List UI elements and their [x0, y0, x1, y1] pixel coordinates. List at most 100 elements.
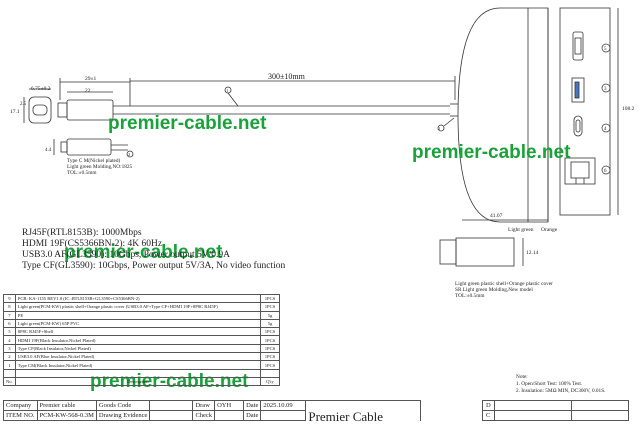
bom-row-no: 4 [3, 335, 16, 345]
bom-header-no: No. [3, 376, 16, 387]
end-height-dim: 12.14 [526, 250, 539, 256]
hub-body-top-view [437, 7, 549, 223]
rj45-port-icon [564, 157, 596, 185]
hdmi-port-icon [572, 31, 584, 61]
bom-row-qty: 1PCS [260, 293, 280, 304]
bom-row-no: 6 [3, 318, 16, 329]
bom-row-no: 8 [3, 302, 16, 312]
goods-code-label: Goods Code [95, 400, 151, 411]
bom-row-qty: 1PCS [260, 335, 280, 345]
box-note-3: TOL:±0.5mm [455, 293, 485, 299]
box-note-2: SR Light green Molding,New model [455, 287, 533, 293]
spec-usb3: USB3.0 AF(GL3590): 10Gbps, Power output … [22, 250, 230, 260]
plug-small-dim: 2.5 [20, 102, 27, 107]
item-no-value: PCM-KW-568-0.3M [36, 410, 97, 421]
bom-row [3, 368, 280, 378]
cable-length-dim: 300±10mm [268, 72, 306, 81]
bom-header-desc: Description [14, 376, 262, 387]
box-note-1: Light green plastic shell+Orange plastic… [455, 281, 553, 287]
plug-width-dim: 6.75±0.2 [31, 86, 51, 92]
item-no-label: ITEM NO. [3, 410, 38, 421]
cable-side-view [57, 76, 456, 121]
strain-relief-dim: 29±1 [85, 76, 97, 82]
rev-letter-d: D [482, 400, 495, 411]
note-1: 1. Open/Short Test: 100% Test. [516, 381, 582, 387]
thickness-dim: 4.4 [45, 148, 52, 153]
callout-hub: 1 [438, 126, 440, 131]
usb-a-port-icon [571, 77, 585, 103]
draw-label: Draw [192, 400, 216, 411]
watermark-2: premier-cable.net [412, 142, 571, 163]
watermark-1: premier-cable.net [108, 113, 267, 134]
port-callouts [601, 43, 611, 175]
callout-5: 5 [604, 47, 607, 52]
callout-2: 2 [128, 152, 130, 157]
bom-row-desc: USB3.0 AF(Blue Insulator,Nickel Plated) [14, 352, 262, 362]
bom-row-qty: 1PCS [260, 302, 280, 312]
spec-hdmi: HDMI 19F(CS5366BN-2): 4K 60Hz [22, 239, 163, 249]
box-width-dim: 108.2 [622, 106, 635, 112]
molding-dim: 22 [85, 88, 91, 94]
bom-row-no: 9 [3, 293, 16, 304]
bom-row-desc: Type CF(Black Insulator,Nickel Plated) [14, 343, 262, 354]
spec-typec: Type CF(GL3590): 10Gbps, Power output 5V… [22, 261, 286, 271]
connector-note-3: TOL:±0.5mm [67, 170, 97, 176]
date-label-2: Date [243, 410, 262, 421]
bom-row-no: 1 [3, 360, 16, 370]
bom-row-no [3, 368, 16, 378]
note-2: 2. Insulation: 5MΩ MIN, DC300V, 0.01S. [516, 388, 605, 394]
drawing-evidence: Drawing Evidence [95, 410, 151, 421]
watermark-3: premier-cable.net [64, 242, 223, 263]
connector-note-2: Light green Molding,NO:1825 [67, 164, 133, 170]
connector-note-1: Type C M(Nickel plated) [67, 157, 121, 164]
callout-6: 6 [604, 169, 607, 174]
title-block: Company Premier cable Goods Code Draw OY… [3, 400, 422, 423]
bom-row-desc: Light green(PCM-KW) plastic shell+Orange… [14, 302, 262, 312]
plug-height-dim: 17.1 [10, 109, 20, 115]
bom-row-qty [260, 368, 280, 378]
revision-table: D C [482, 400, 629, 421]
bom-header-qty: Q'ty [260, 376, 280, 387]
bom-row-qty: 1PCS [260, 352, 280, 362]
date-label: Date [243, 400, 262, 411]
callout-4: 4 [604, 127, 607, 132]
bom-row-desc: Light green(PCM-KW) 65P PVC [14, 318, 262, 329]
company-label: Company [3, 400, 38, 411]
bom-row-desc: HDMI 19F(Black Insulator,Nickel Plated) [14, 335, 262, 345]
hub-color-orange: Orange [541, 227, 558, 233]
plug-front-view [23, 88, 52, 124]
plug-top-view [53, 138, 134, 158]
hub-color-green: Light green [508, 227, 534, 233]
date-value: 2025.10.09 [260, 400, 307, 411]
usb-c-port-icon [573, 115, 583, 137]
bom-row-qty: 1PCS [260, 327, 280, 337]
check-label: Check [192, 410, 216, 421]
callout-1: 1 [226, 88, 228, 93]
bom-row-qty: 1PCS [260, 360, 280, 370]
spec-rj45: RJ45F(RTL8153B): 1000Mbps [22, 228, 142, 238]
rev-letter-c: C [482, 410, 495, 421]
bom-row-qty: 5g [260, 310, 280, 320]
bom-row-no: 2 [3, 352, 16, 362]
bom-row-no: 7 [3, 310, 16, 320]
bom-row-qty: 5g [260, 318, 280, 329]
bom-row-no: 5 [3, 327, 16, 337]
bom-row-desc: 8P8C RJ45F+Shell [14, 327, 262, 337]
bom-row-desc: PE [14, 310, 262, 320]
brand-name: Premier Cable [305, 400, 422, 423]
bom-header-row: No. Description Q'ty [3, 376, 280, 387]
company-value: Premier cable [36, 400, 97, 411]
bom-row-desc: PCB: KA-1155 REV1.0 (IC :RTL8153B+GL3590… [14, 293, 262, 304]
note-title: Note: [516, 374, 528, 380]
hub-end-view [559, 7, 619, 216]
